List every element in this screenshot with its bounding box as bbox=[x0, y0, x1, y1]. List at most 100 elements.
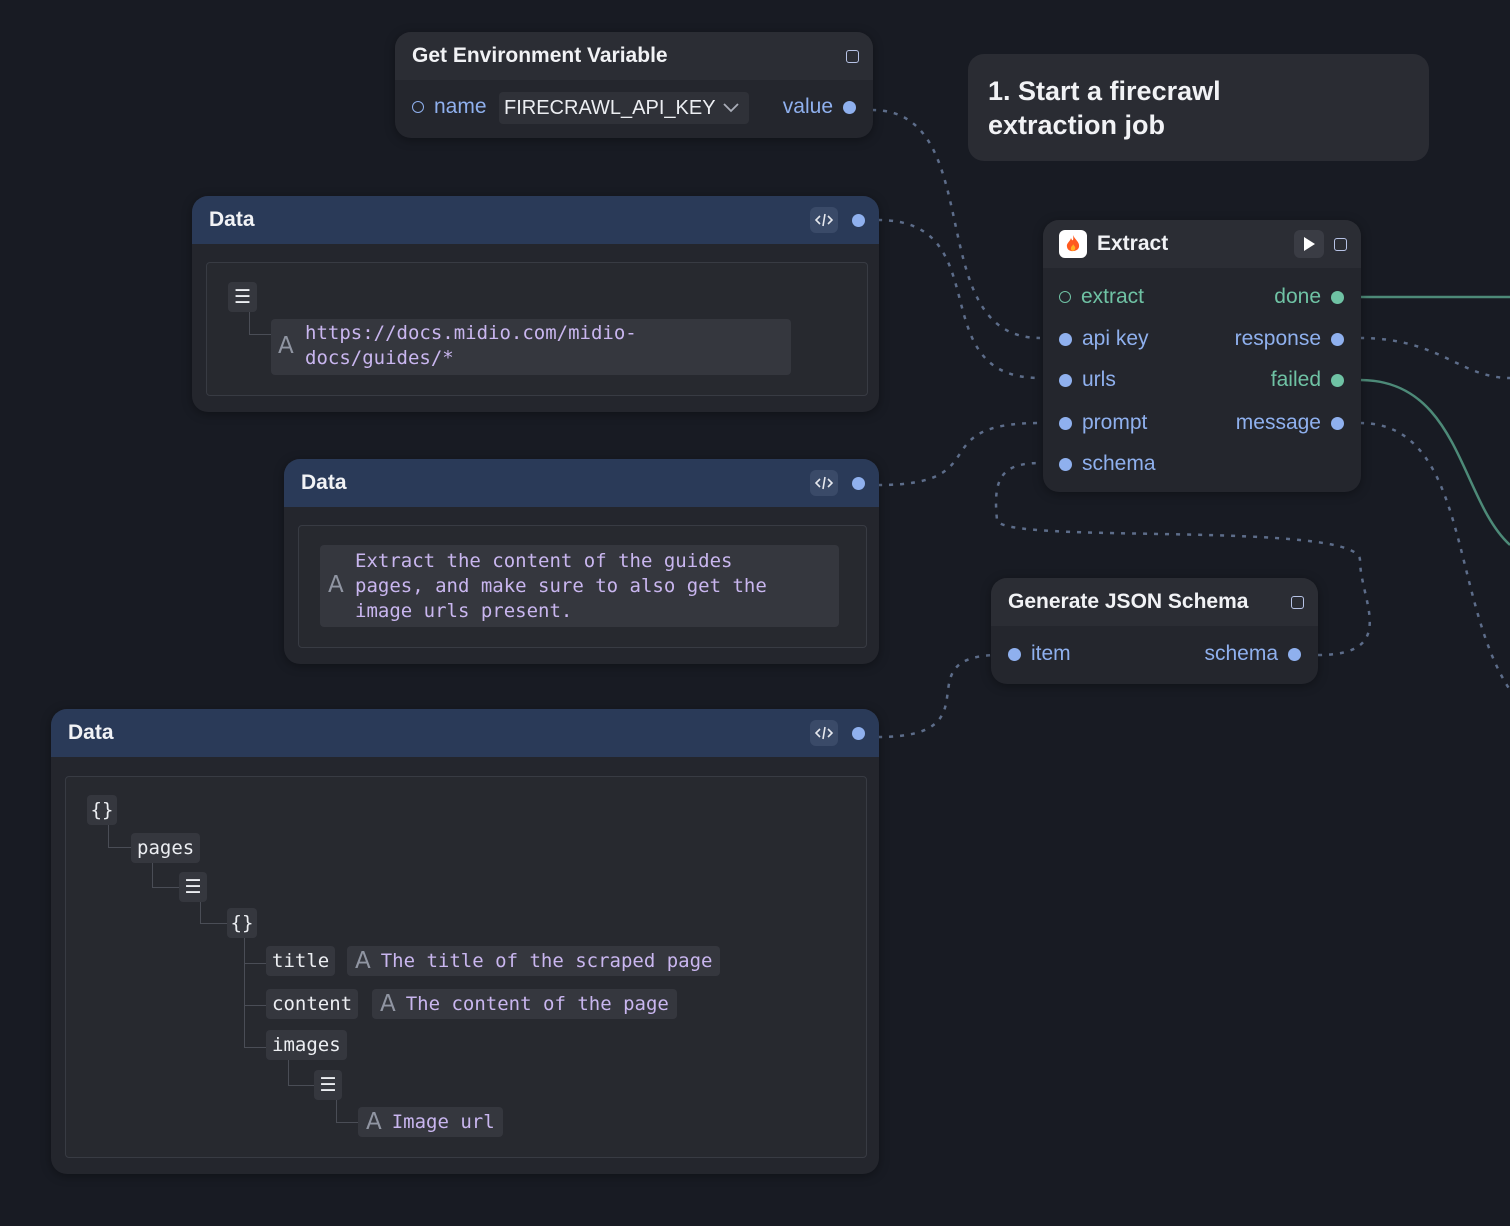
env-name-select[interactable]: FIRECRAWL_API_KEY bbox=[499, 92, 749, 124]
string-icon: A bbox=[355, 948, 371, 974]
prompt-line-1: Extract the content of the guides bbox=[355, 550, 733, 572]
node-header[interactable]: Data bbox=[192, 196, 879, 244]
list-icon[interactable]: ☰ bbox=[179, 872, 207, 902]
extract-trigger-port[interactable] bbox=[1059, 291, 1071, 303]
data-output-port[interactable] bbox=[852, 213, 865, 227]
comment-line-2: extraction job bbox=[988, 110, 1166, 140]
node-header[interactable]: Generate JSON Schema bbox=[991, 578, 1318, 626]
generate-json-schema-node[interactable]: Generate JSON Schema item schema bbox=[991, 578, 1318, 684]
schema-output-row: schema bbox=[1204, 642, 1301, 666]
node-header[interactable]: Extract bbox=[1043, 220, 1361, 268]
data-body: A Extract the content of the guides page… bbox=[298, 525, 867, 648]
list-icon[interactable]: ☰ bbox=[228, 282, 257, 312]
message-port[interactable] bbox=[1331, 416, 1344, 430]
stop-icon[interactable] bbox=[846, 49, 859, 63]
comment-note[interactable]: 1. Start a firecrawl extraction job bbox=[968, 54, 1429, 161]
failed-port[interactable] bbox=[1331, 373, 1344, 387]
image-url-value: Image url bbox=[391, 1111, 495, 1133]
data-node-schema-template[interactable]: Data {} pages ☰ {} title A bbox=[51, 709, 879, 1174]
done-port[interactable] bbox=[1331, 290, 1344, 304]
node-header[interactable]: Data bbox=[51, 709, 879, 757]
code-icon[interactable] bbox=[810, 207, 838, 233]
response-port[interactable] bbox=[1331, 332, 1344, 346]
apikey-port[interactable] bbox=[1059, 332, 1072, 346]
data-output-port[interactable] bbox=[852, 726, 865, 740]
input-label: extract bbox=[1081, 285, 1145, 308]
name-port[interactable] bbox=[412, 101, 424, 113]
get-env-variable-node[interactable]: Get Environment Variable name FIRECRAWL_… bbox=[395, 32, 873, 138]
content-key[interactable]: content bbox=[266, 989, 359, 1019]
extract-node[interactable]: Extract extract api key urls prompt sche… bbox=[1043, 220, 1361, 492]
tree-connector bbox=[152, 863, 180, 888]
output-label: schema bbox=[1204, 642, 1278, 665]
failed-output-row: failed bbox=[1271, 368, 1344, 392]
object-icon[interactable]: {} bbox=[87, 795, 117, 825]
fire-icon bbox=[1059, 230, 1087, 258]
tree-connector bbox=[244, 938, 267, 964]
url-string-chip[interactable]: A https://docs.midio.com/midio- docs/gui… bbox=[271, 319, 791, 375]
env-name-value: FIRECRAWL_API_KEY bbox=[504, 96, 716, 119]
title-string-chip[interactable]: A The title of the scraped page bbox=[347, 946, 721, 976]
wire-env-to-apikey bbox=[871, 108, 1041, 340]
node-title: Generate JSON Schema bbox=[1008, 590, 1249, 613]
data-node-prompt[interactable]: Data A Extract the content of the guides… bbox=[284, 459, 879, 664]
input-label: schema bbox=[1082, 452, 1156, 475]
node-header[interactable]: Get Environment Variable bbox=[395, 32, 873, 80]
play-icon[interactable] bbox=[1294, 230, 1324, 258]
string-icon: A bbox=[366, 1109, 382, 1135]
images-key[interactable]: images bbox=[266, 1030, 347, 1060]
tree-connector bbox=[200, 902, 228, 924]
item-input-row: item bbox=[1008, 642, 1071, 666]
url-line-2: docs/guides/* bbox=[305, 347, 454, 369]
value-port[interactable] bbox=[843, 100, 856, 114]
code-icon[interactable] bbox=[810, 470, 838, 496]
string-icon: A bbox=[328, 572, 344, 598]
response-output-row: response bbox=[1235, 327, 1344, 351]
node-header[interactable]: Data bbox=[284, 459, 879, 507]
code-icon[interactable] bbox=[810, 720, 838, 746]
tree-connector bbox=[244, 963, 267, 1006]
node-title: Get Environment Variable bbox=[412, 44, 668, 67]
title-key[interactable]: title bbox=[266, 946, 336, 976]
list-icon[interactable]: ☰ bbox=[314, 1070, 342, 1100]
prompt-line-3: image urls present. bbox=[355, 600, 573, 622]
string-icon: A bbox=[380, 991, 396, 1017]
content-value: The content of the page bbox=[405, 993, 669, 1015]
node-title: Data bbox=[209, 208, 255, 231]
wire-schema-to-schema bbox=[994, 461, 1371, 657]
prompt-line-2: pages, and make sure to also get the bbox=[355, 575, 767, 597]
schema-input-row: schema bbox=[1059, 452, 1156, 476]
urls-port[interactable] bbox=[1059, 373, 1072, 387]
prompt-string-chip[interactable]: A Extract the content of the guides page… bbox=[320, 545, 839, 627]
data-node-urls[interactable]: Data ☰ A https://docs.midio.com/midio- d… bbox=[192, 196, 879, 412]
image-url-string-chip[interactable]: A Image url bbox=[358, 1107, 503, 1137]
value-port-row: value bbox=[783, 95, 856, 119]
content-string-chip[interactable]: A The content of the page bbox=[372, 989, 677, 1019]
pages-key[interactable]: pages bbox=[131, 833, 201, 863]
tree-connector bbox=[288, 1060, 315, 1086]
urls-input-row: urls bbox=[1059, 368, 1116, 392]
schema-port[interactable] bbox=[1059, 457, 1072, 471]
stop-icon[interactable] bbox=[1291, 595, 1304, 609]
data-output-port[interactable] bbox=[852, 476, 865, 490]
tree-connector bbox=[108, 825, 132, 848]
input-label: item bbox=[1031, 642, 1071, 665]
name-label: name bbox=[434, 95, 487, 118]
input-label: api key bbox=[1082, 327, 1149, 350]
schema-output-port[interactable] bbox=[1288, 647, 1301, 661]
apikey-input-row: api key bbox=[1059, 327, 1149, 351]
prompt-port[interactable] bbox=[1059, 416, 1072, 430]
wire-data3-to-item bbox=[877, 653, 1001, 739]
object-icon[interactable]: {} bbox=[227, 908, 257, 938]
data-body: ☰ A https://docs.midio.com/midio- docs/g… bbox=[206, 262, 868, 396]
tree-connector bbox=[336, 1100, 359, 1123]
stop-icon[interactable] bbox=[1334, 237, 1347, 251]
output-label: response bbox=[1234, 327, 1321, 350]
wire-failed-out bbox=[1359, 378, 1510, 546]
output-label: done bbox=[1274, 285, 1321, 308]
tree-connector bbox=[249, 312, 272, 335]
node-title: Extract bbox=[1097, 232, 1169, 255]
item-port[interactable] bbox=[1008, 647, 1021, 661]
output-label: failed bbox=[1270, 368, 1321, 391]
input-label: prompt bbox=[1082, 411, 1148, 434]
